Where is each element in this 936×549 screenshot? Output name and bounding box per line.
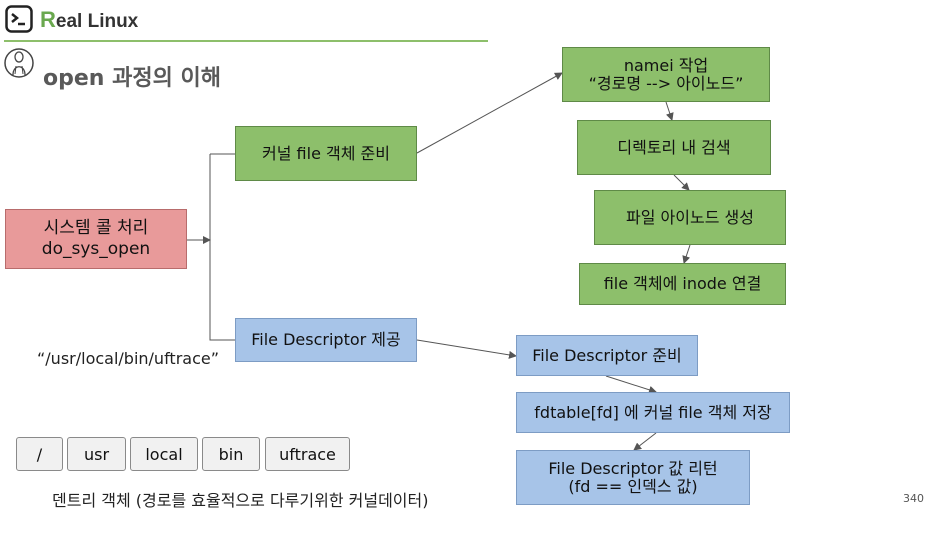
path-component-usr: usr (67, 437, 126, 471)
node-namei-line1: namei 작업 (623, 55, 709, 75)
node-fd-provide: File Descriptor 제공 (235, 318, 417, 362)
node-fd-return: File Descriptor 값 리턴 (fd == 인덱스 값) (516, 450, 750, 505)
node-namei: namei 작업 “경로명 --> 아이노드” (562, 47, 770, 102)
node-prep-file: 커널 file 객체 준비 (235, 126, 417, 181)
dentry-caption: 덴트리 객체 (경로를 효율적으로 다루기위한 커널데이터) (52, 491, 429, 510)
terminal-icon (5, 5, 33, 33)
brand-name: eal Linux (55, 11, 139, 32)
arrow-prep-to-namei (416, 72, 563, 154)
node-fd-return-line1: File Descriptor 값 리턴 (548, 458, 718, 478)
arrow-namei-to-dirsearch (665, 101, 674, 121)
arrow-dirsearch-to-inode (673, 174, 690, 191)
arrow-fdtable-to-return (633, 432, 657, 451)
node-fd-return-line2: (fd == 인덱스 값) (568, 476, 698, 496)
node-inode-link: file 객체에 inode 연결 (579, 263, 786, 305)
node-fd-prepare: File Descriptor 준비 (516, 335, 698, 376)
node-dir-search: 디렉토리 내 검색 (577, 120, 771, 175)
node-syscall: 시스템 콜 처리 do_sys_open (5, 209, 187, 269)
path-component-uftrace: uftrace (265, 437, 350, 471)
arrow-inode-to-link (682, 244, 691, 264)
path-component-bin: bin (202, 437, 260, 471)
node-syscall-line2: do_sys_open (41, 239, 151, 259)
connector-syscall-bracket (209, 153, 235, 341)
page-number: 340 (903, 492, 924, 505)
penguin-icon (3, 46, 35, 80)
node-inode-create: 파일 아이노드 생성 (594, 190, 786, 245)
path-component-root: / (16, 437, 63, 471)
brand-initial: R (40, 7, 56, 32)
node-fdtable-store: fdtable[fd] 에 커널 file 객체 저장 (516, 392, 790, 433)
arrow-fdprepare-to-fdtable (605, 375, 657, 394)
path-label: “/usr/local/bin/uftrace” (37, 349, 220, 368)
page-title: open 과정의 이해 (43, 66, 221, 91)
node-syscall-line1: 시스템 콜 처리 (43, 218, 149, 238)
path-component-local: local (130, 437, 198, 471)
header-rule (4, 40, 488, 42)
node-namei-line2: “경로명 --> 아이노드” (588, 73, 744, 93)
arrow-fdprovide-to-fdprepare (416, 339, 517, 359)
brand-logo-text: Real Linux (40, 7, 138, 33)
